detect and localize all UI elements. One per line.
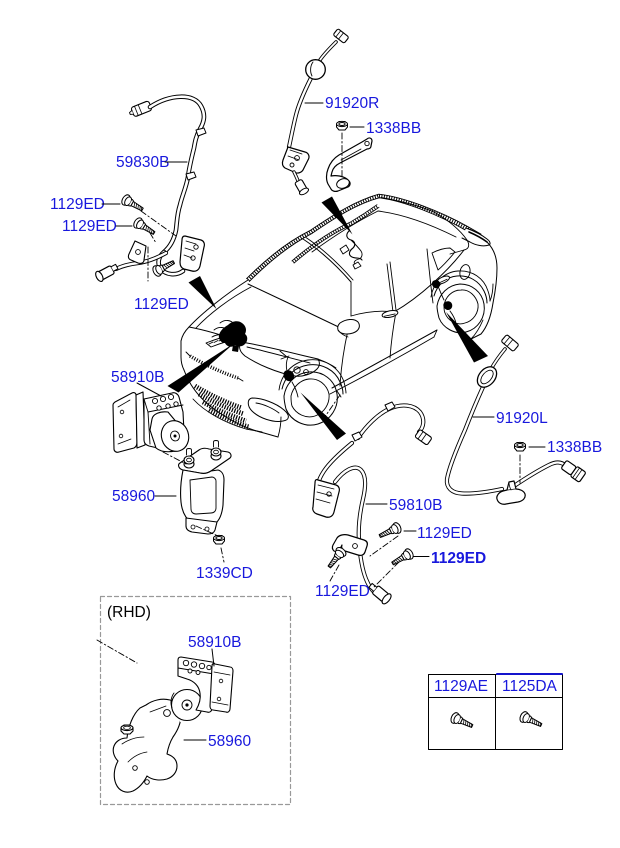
svg-text:1129ED: 1129ED	[134, 296, 189, 313]
svg-text:1338BB: 1338BB	[366, 120, 421, 137]
svg-text:58960: 58960	[208, 733, 251, 750]
svg-text:59830B: 59830B	[116, 154, 169, 171]
svg-text:58910B: 58910B	[188, 634, 241, 651]
svg-text:1129ED: 1129ED	[431, 550, 486, 567]
svg-text:(RHD): (RHD)	[107, 604, 151, 621]
svg-text:59810B: 59810B	[389, 497, 442, 514]
svg-text:1338BB: 1338BB	[547, 439, 602, 456]
svg-text:1129ED: 1129ED	[50, 196, 105, 213]
svg-text:58960: 58960	[112, 488, 155, 505]
svg-text:1129ED: 1129ED	[62, 218, 117, 235]
svg-text:1129AE: 1129AE	[434, 678, 488, 695]
svg-text:1129ED: 1129ED	[315, 583, 370, 600]
svg-text:91920R: 91920R	[325, 95, 379, 112]
svg-text:1129ED: 1129ED	[417, 525, 472, 542]
svg-text:58910B: 58910B	[111, 369, 164, 386]
svg-text:1339CD: 1339CD	[196, 565, 253, 582]
svg-text:1125DA: 1125DA	[502, 678, 558, 695]
svg-text:91920L: 91920L	[496, 410, 548, 427]
